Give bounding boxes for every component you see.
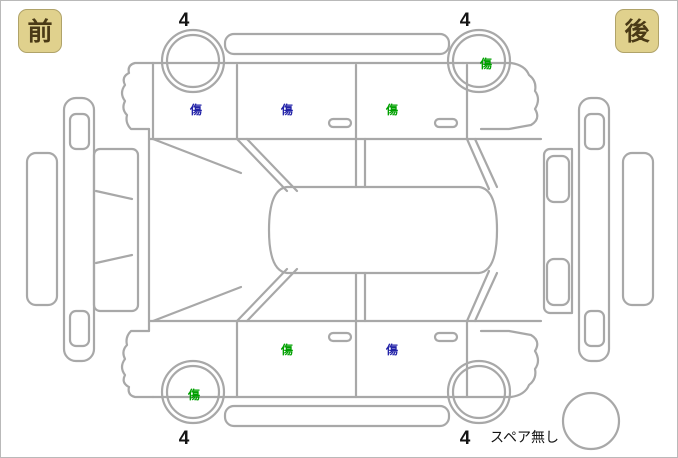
front-direction-badge: 前 — [18, 9, 62, 53]
rear-view-group — [542, 96, 655, 363]
damage-mark-rear-left-wheel: 傷 — [187, 388, 200, 402]
spare-tire-label: スペア無し — [490, 430, 560, 446]
damage-mark-front-left-fender: 傷 — [189, 103, 202, 117]
spare-tire-circle — [561, 391, 621, 451]
tire-depth-front-left: 4 — [178, 10, 190, 31]
wheels-group — [160, 28, 512, 425]
top-view-body — [120, 32, 543, 428]
front-view-group — [25, 96, 140, 363]
tire-depth-front-right: 4 — [459, 10, 471, 31]
rear-direction-badge: 後 — [615, 9, 659, 53]
tire-depth-rear-left: 4 — [178, 428, 190, 449]
tire-depth-rear-right: 4 — [459, 428, 471, 449]
damage-mark-rear-left-door: 傷 — [385, 103, 398, 117]
door-handles-group — [327, 117, 459, 343]
damage-mark-rear-right-door: 傷 — [280, 343, 293, 357]
damage-mark-rear-right-quarter: 傷 — [385, 343, 398, 357]
damage-mark-front-right-wheel: 傷 — [479, 57, 492, 71]
damage-mark-front-left-door: 傷 — [280, 103, 293, 117]
